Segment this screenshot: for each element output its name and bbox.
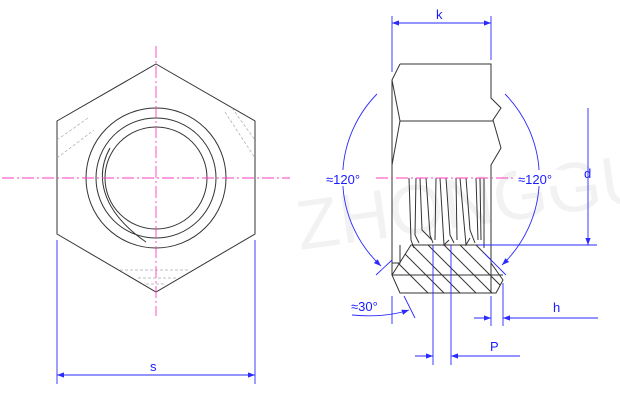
label-angle-left: ≈120° xyxy=(326,172,360,187)
label-h: h xyxy=(553,300,560,315)
thread-end xyxy=(101,147,147,243)
label-k: k xyxy=(436,7,443,22)
hidden-lines xyxy=(56,107,256,285)
front-view: s xyxy=(2,46,290,384)
side-outline-right xyxy=(400,63,502,293)
side-outline-left xyxy=(391,63,493,275)
label-d: d xyxy=(584,166,591,181)
thread-lines xyxy=(408,177,485,249)
label-chamfer-angle: ≈30° xyxy=(351,299,378,314)
hatching xyxy=(392,245,503,293)
chamfer-angle-arc xyxy=(351,309,410,317)
watermark: ZHONGGU xyxy=(291,138,620,265)
section-outline xyxy=(391,245,504,294)
label-s: s xyxy=(150,359,157,374)
side-view: k ≈120° ≈120° d h ≈30° P xyxy=(324,7,598,365)
label-p: P xyxy=(490,339,499,354)
label-angle-right: ≈120° xyxy=(518,172,552,187)
section-top xyxy=(391,244,491,276)
